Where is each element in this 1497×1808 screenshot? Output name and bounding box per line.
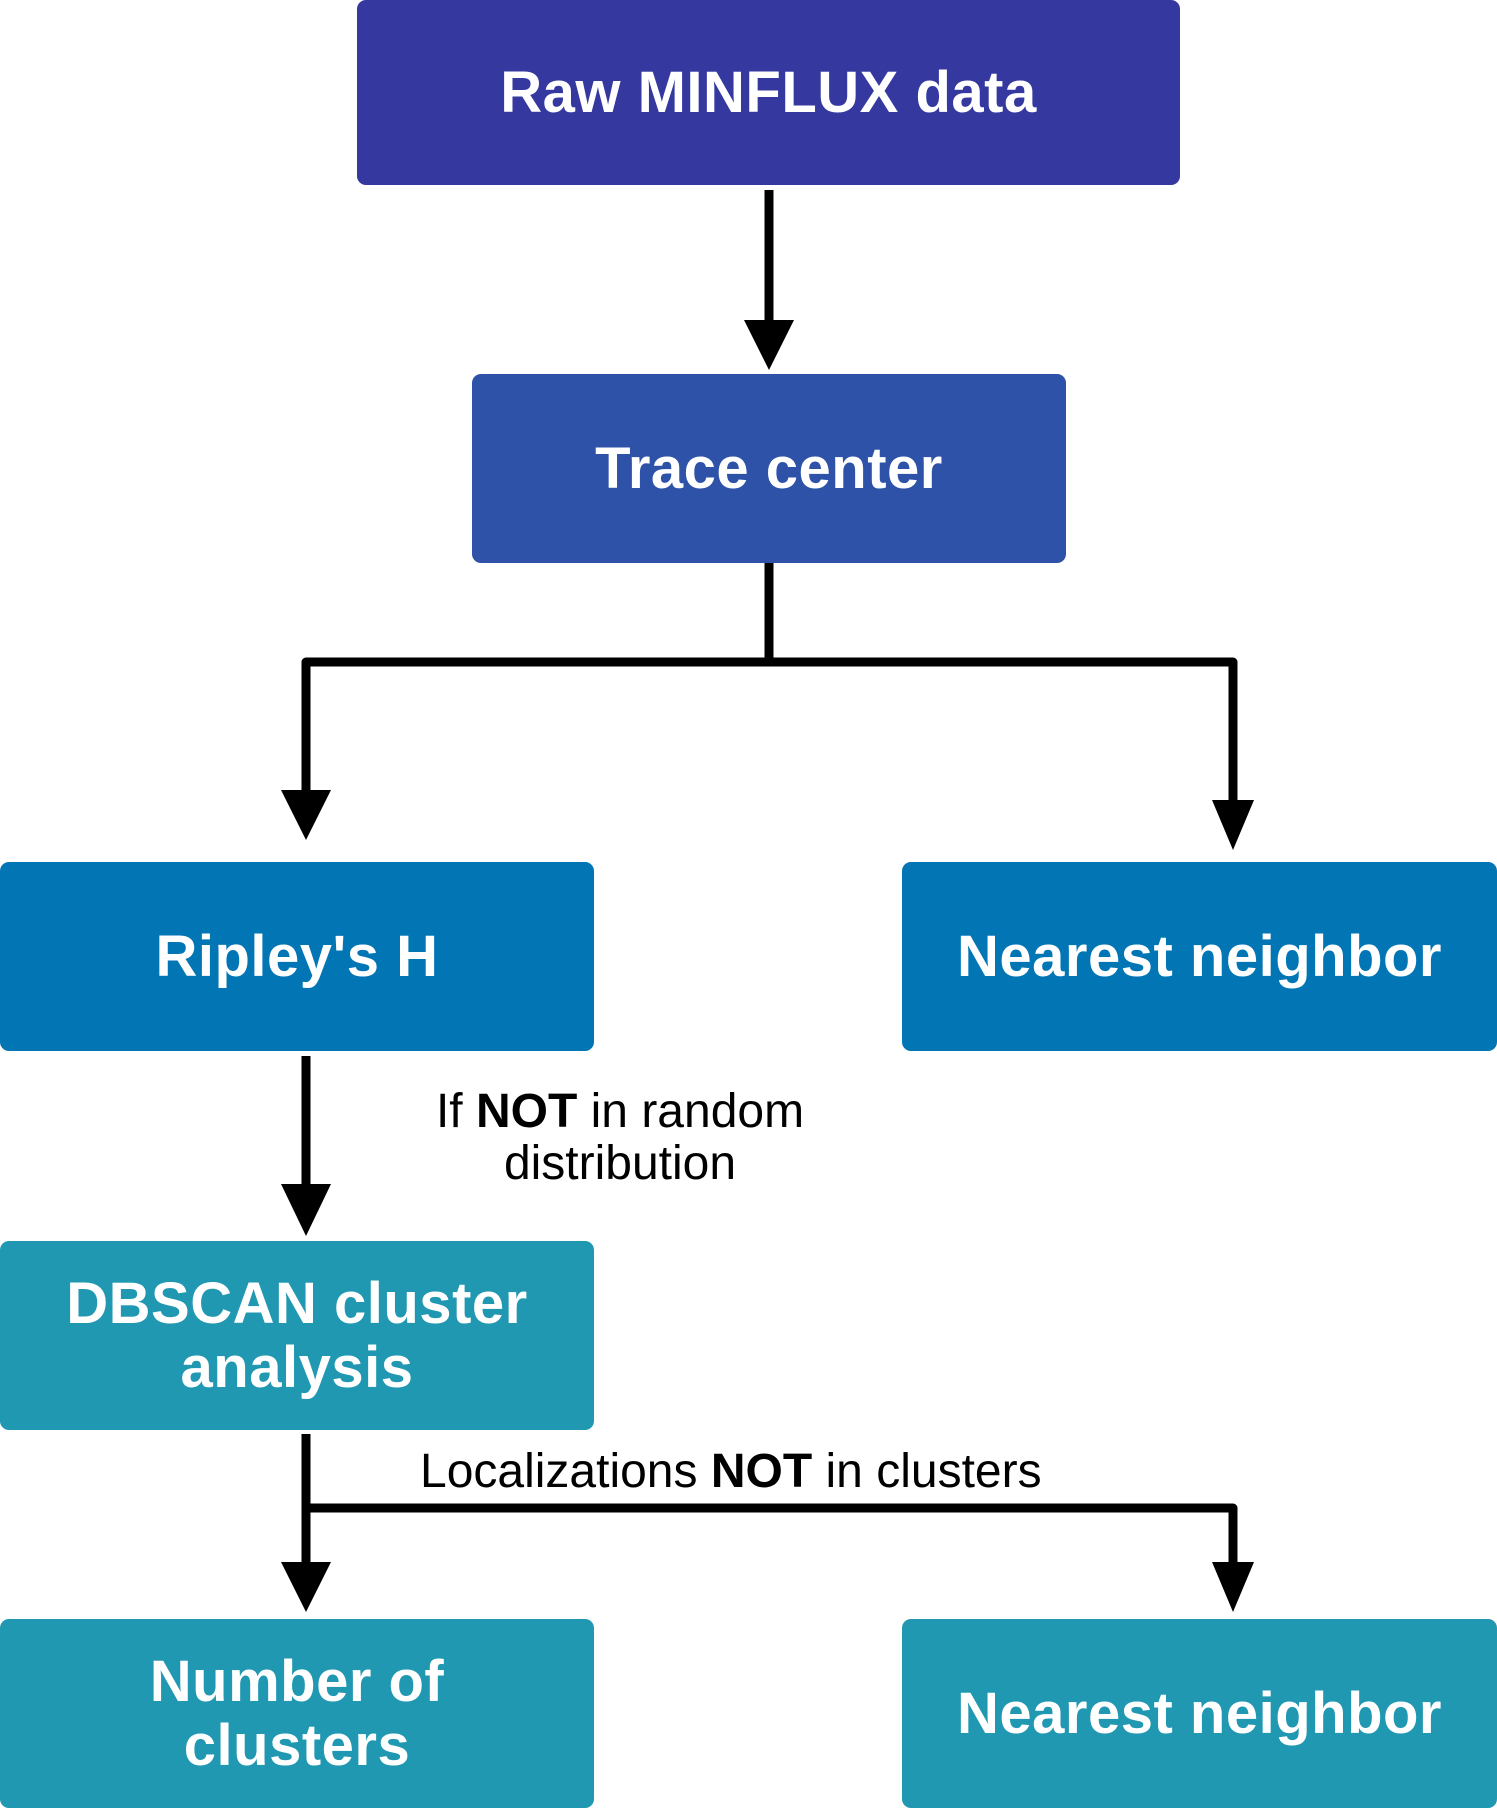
node-trace-center: Trace center bbox=[472, 374, 1066, 563]
arrowhead-icon bbox=[281, 1184, 331, 1236]
edge-label-line2: distribution bbox=[503, 1137, 737, 1190]
arrowhead-icon bbox=[1212, 1562, 1254, 1612]
node-ripleys-h: Ripley's H bbox=[0, 862, 594, 1051]
node-label: Nearest neighbor bbox=[957, 923, 1442, 989]
node-label-line1: Number of bbox=[149, 1648, 445, 1714]
edge-trace-to-ripley bbox=[281, 790, 331, 840]
node-raw-minflux-data: Raw MINFLUX data bbox=[357, 0, 1180, 185]
label-text: in clusters bbox=[812, 1445, 1042, 1498]
edge-raw-to-trace bbox=[744, 190, 794, 370]
edge-dbscan-split bbox=[301, 1434, 1238, 1565]
node-label-line2: analysis bbox=[180, 1334, 414, 1400]
label-text: If bbox=[435, 1085, 476, 1138]
label-emphasis: NOT bbox=[710, 1445, 813, 1498]
node-label: Trace center bbox=[595, 435, 943, 501]
node-label: Ripley's H bbox=[155, 923, 439, 989]
node-label-line1: DBSCAN cluster bbox=[66, 1270, 528, 1336]
label-text: in random bbox=[577, 1085, 805, 1138]
edge-trace-split bbox=[301, 563, 1238, 800]
node-label: Raw MINFLUX data bbox=[500, 59, 1037, 125]
edge-ripley-to-dbscan bbox=[281, 1056, 331, 1236]
arrowhead-icon bbox=[1212, 800, 1254, 850]
arrowhead-icon bbox=[281, 790, 331, 840]
edge-label-line1: If NOT in random bbox=[400, 1086, 840, 1138]
node-nearest-neighbor-top: Nearest neighbor bbox=[902, 862, 1497, 1051]
node-number-of-clusters: Number of clusters bbox=[0, 1619, 594, 1808]
edge-dbscan-to-num-clusters bbox=[281, 1562, 331, 1612]
edge-dbscan-to-nn-bottom bbox=[1212, 1562, 1254, 1612]
arrowhead-icon bbox=[744, 320, 794, 370]
node-label: Nearest neighbor bbox=[957, 1680, 1442, 1746]
arrowhead-icon bbox=[281, 1562, 331, 1612]
node-dbscan-cluster-analysis: DBSCAN cluster analysis bbox=[0, 1241, 594, 1430]
node-label-line2: clusters bbox=[183, 1712, 411, 1778]
edge-trace-to-nn-top bbox=[1212, 800, 1254, 850]
edge-label-not-in-clusters: Localizations NOT in clusters bbox=[420, 1446, 1042, 1498]
node-nearest-neighbor-bottom: Nearest neighbor bbox=[902, 1619, 1497, 1808]
edge-label-not-random: If NOT in random distribution bbox=[400, 1086, 840, 1190]
label-text: Localizations bbox=[420, 1445, 711, 1498]
label-emphasis: NOT bbox=[475, 1085, 578, 1138]
